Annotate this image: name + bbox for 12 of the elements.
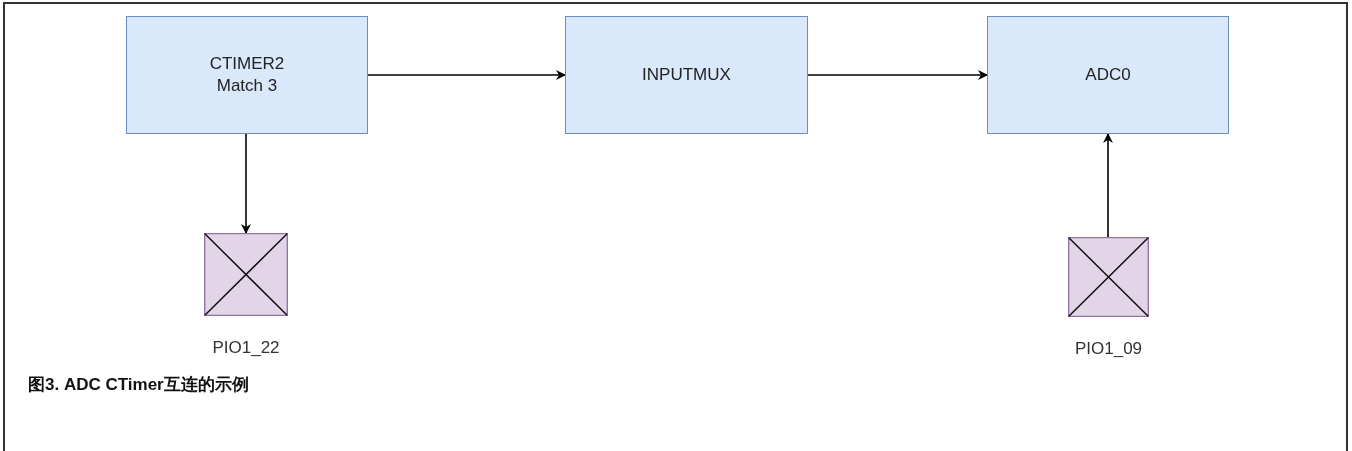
pin-label: PIO1_09 [1074,339,1143,359]
process-box: ADC0 [987,16,1229,134]
arrow [1103,133,1113,238]
figure-caption: 图3. ADC CTimer互连的示例 [28,374,249,396]
pin-symbol [204,233,288,316]
arrow [367,70,566,80]
process-box: INPUTMUX [565,16,808,134]
arrow [807,70,988,80]
pin-symbol [1068,237,1149,317]
arrow [241,133,251,234]
process-box: CTIMER2 Match 3 [126,16,368,134]
pin-label: PIO1_22 [212,338,280,358]
